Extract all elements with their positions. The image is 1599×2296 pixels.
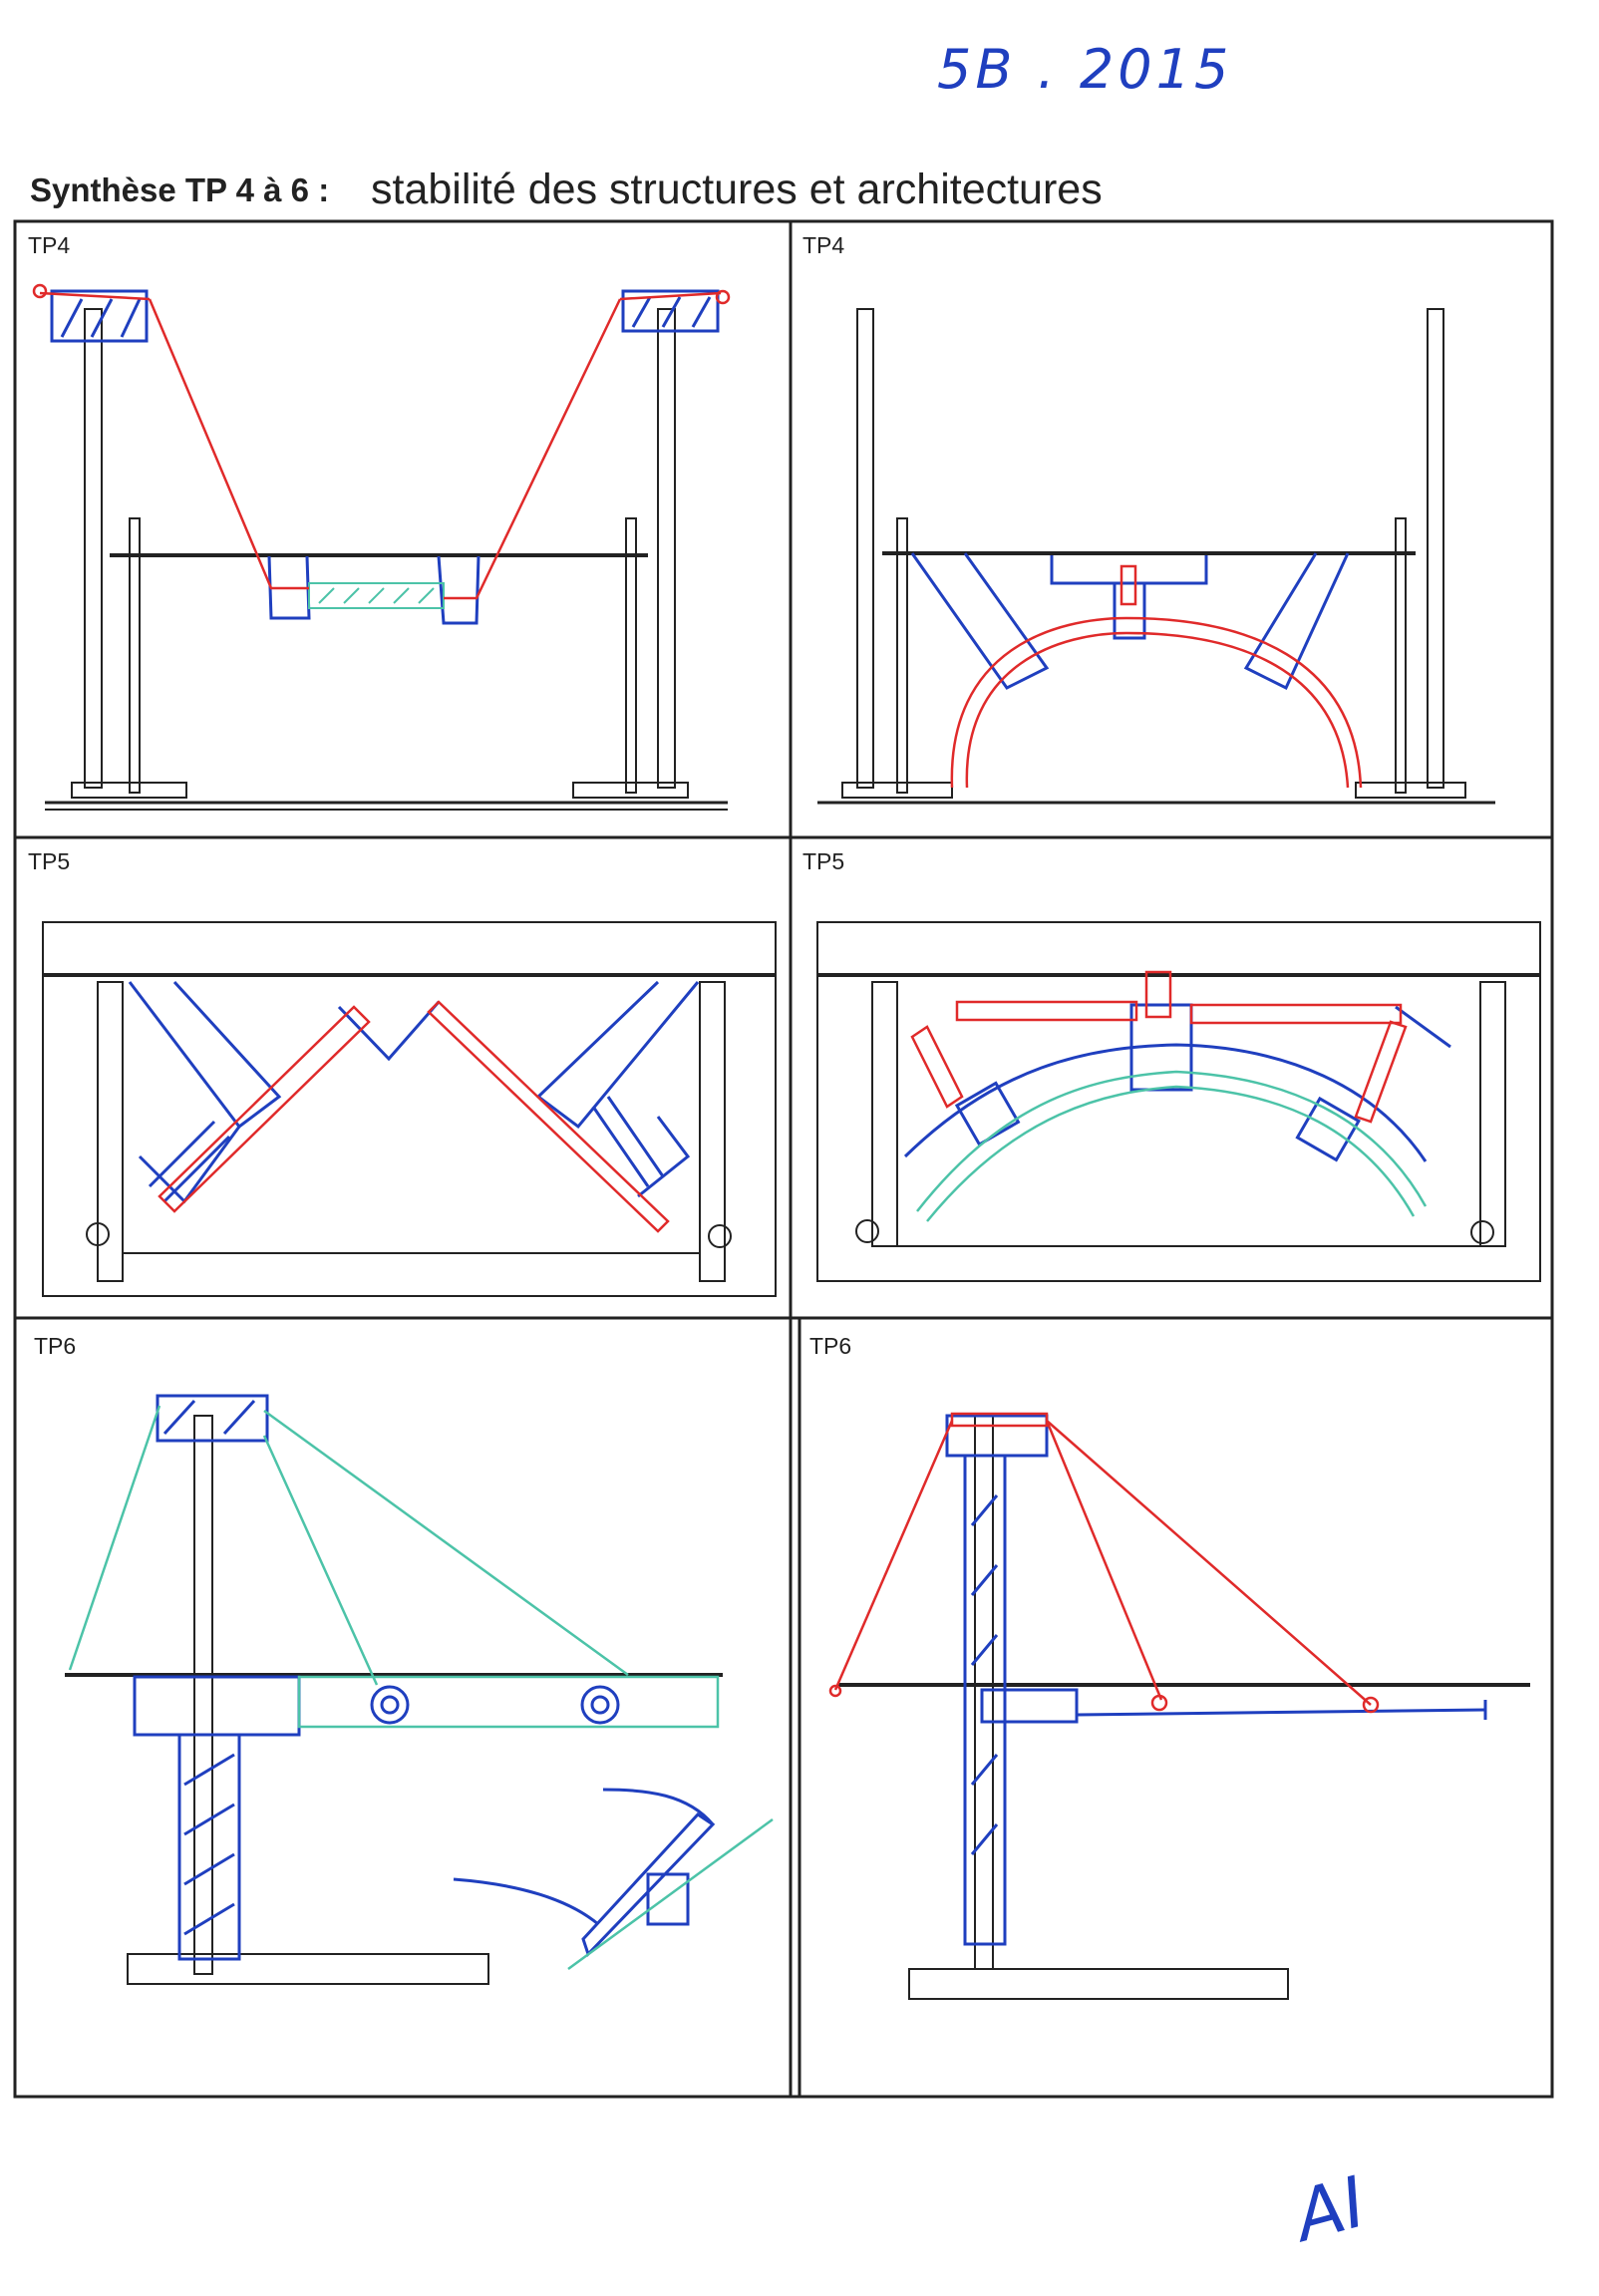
panel-label-2: TP4 bbox=[802, 232, 844, 258]
title-text: stabilité des structures et architecture… bbox=[371, 165, 1103, 213]
panel-1-drawing bbox=[32, 283, 731, 811]
handwritten-class-note: 5B . 2015 bbox=[937, 38, 1233, 101]
panel-6-drawing bbox=[828, 1412, 1530, 2000]
title-bold: Synthèse TP 4 à 6 : bbox=[30, 171, 330, 208]
panel-label-6: TP6 bbox=[809, 1333, 851, 1359]
panel-2-drawing bbox=[817, 308, 1495, 805]
panel-label-3: TP5 bbox=[28, 848, 70, 874]
panel-label-1: TP4 bbox=[28, 232, 70, 258]
panel-grid bbox=[13, 219, 1554, 2099]
panel-5-drawing bbox=[65, 1394, 774, 1985]
panel-3-drawing bbox=[42, 921, 777, 1297]
panel-4-drawing bbox=[816, 921, 1541, 1282]
panel-label-5: TP6 bbox=[34, 1333, 76, 1359]
panel-label-4: TP5 bbox=[802, 848, 844, 874]
